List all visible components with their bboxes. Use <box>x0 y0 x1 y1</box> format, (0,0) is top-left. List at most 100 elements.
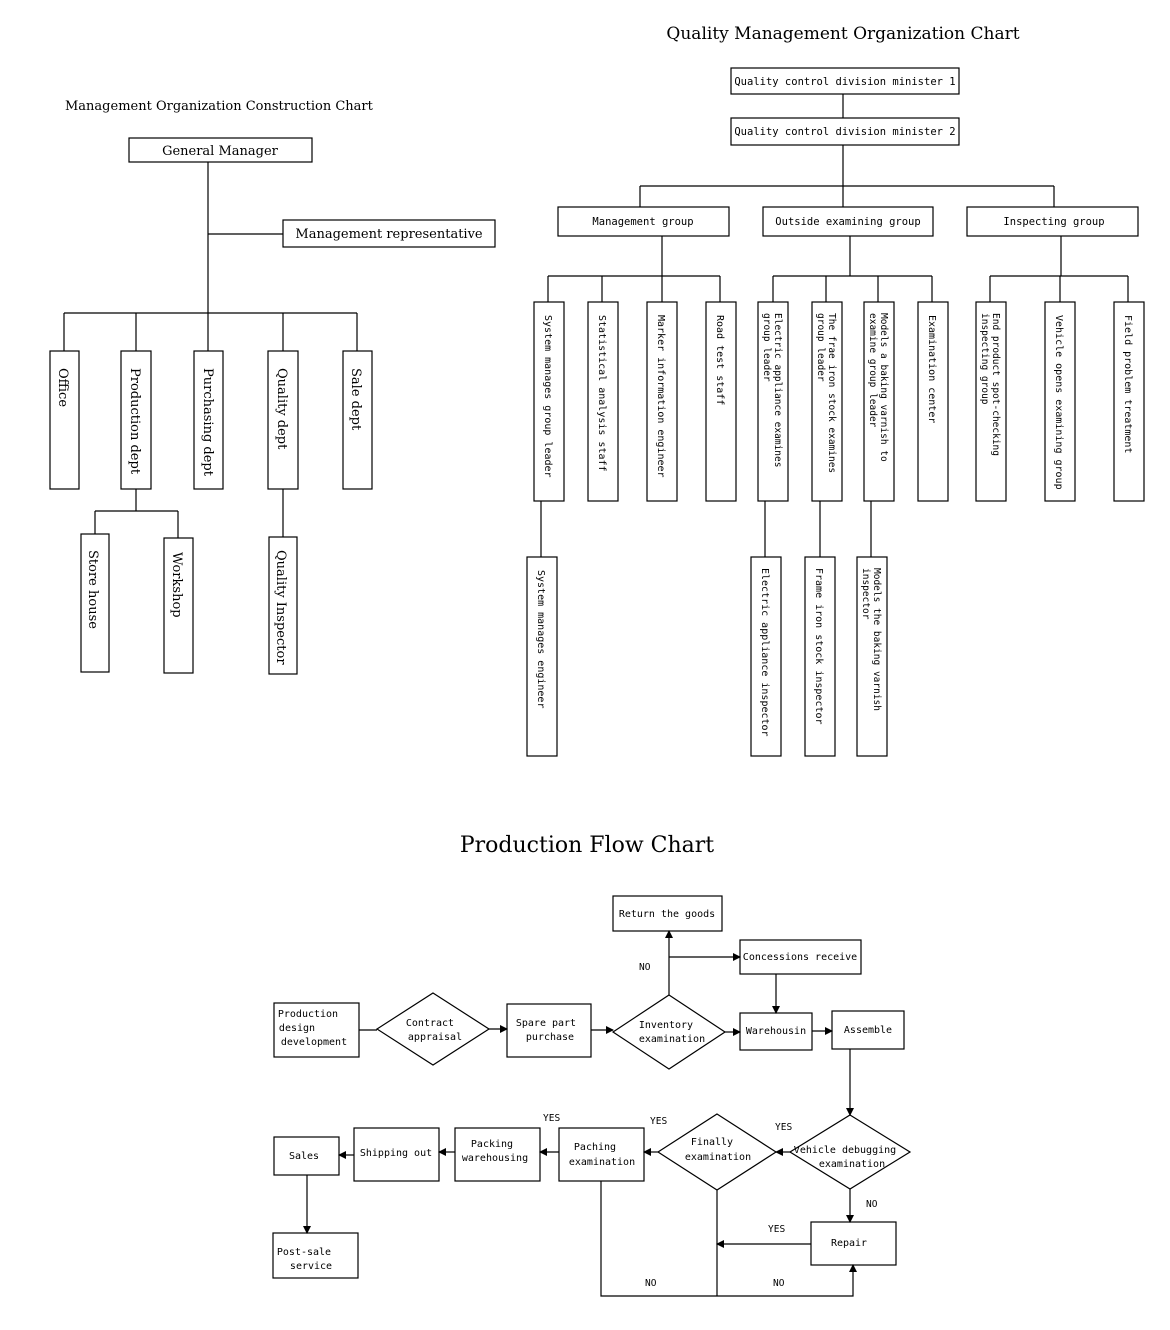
sub-label-electric-inspector: Electric appliance inspector <box>759 568 770 737</box>
inspecting-group-box <box>966 206 1139 237</box>
member-box-end-product <box>975 301 1007 502</box>
minister-1-label: Quality control division minister 1 <box>734 76 955 88</box>
label-yes-vehicle: YES <box>775 1122 792 1133</box>
management-group-box <box>557 206 730 237</box>
workshop-box <box>163 537 194 674</box>
member-box-statistical <box>587 301 619 502</box>
sub-label-system-engineer: System manages engineer <box>535 570 546 708</box>
label-contract-appraisal: Contract appraisal <box>406 1018 462 1043</box>
member-label-marker: Marker information engineer <box>655 315 666 478</box>
inspecting-group-label: Inspecting group <box>1003 216 1104 228</box>
member-label-road-test: Road test staff <box>714 315 725 405</box>
label-inventory: Inventory examination <box>639 1020 705 1045</box>
label-post-sale: Post-sale service <box>277 1247 337 1272</box>
node-packing-warehousing <box>454 1127 541 1182</box>
dept-box-production <box>120 350 152 490</box>
label-no-vehicle: NO <box>866 1199 878 1210</box>
member-label-field-problem: Field problem treatment <box>1122 315 1133 453</box>
electric-leader-line-1: Electric appliance examines <box>772 313 783 467</box>
member-box-varnish-leader <box>863 301 895 502</box>
label-yes-repair: YES <box>768 1224 785 1235</box>
label-vehicle-debugging: Vehicle debugging examination <box>794 1145 902 1170</box>
node-post-sale <box>272 1232 359 1279</box>
outside-group-label: Outside examining group <box>775 216 920 228</box>
sub-label-varnish-inspector: Models the baking varnish inspector <box>860 568 882 717</box>
minister-2-box <box>730 117 960 146</box>
label-shipping: Shipping out <box>360 1148 432 1159</box>
label-yes-finally: YES <box>650 1116 667 1127</box>
dept-label-office: Office <box>55 368 70 407</box>
dept-box-quality <box>267 350 299 490</box>
general-manager-label: General Manager <box>162 144 279 159</box>
edge-paching-repair <box>600 1181 857 1297</box>
frae-leader-line-1: The frae iron stock examines <box>826 313 837 473</box>
label-concessions: Concessions receive <box>743 952 857 963</box>
dept-label-sale: Sale dept <box>348 368 363 431</box>
member-label-varnish-leader: Models a baking varnish to examine group… <box>867 313 889 467</box>
label-no-bottom-right: NO <box>773 1278 785 1289</box>
member-box-field-problem <box>1113 301 1145 502</box>
dept-box-sale <box>342 350 373 490</box>
flow-chart: Production Flow Chart <box>272 833 912 1297</box>
quality-inspector-label: Quality Inspector <box>273 550 288 665</box>
node-spare-part <box>506 1003 592 1058</box>
member-label-vehicle-opens: Vehicle opens examining group <box>1053 315 1064 490</box>
node-assemble <box>831 1010 905 1050</box>
sub-box-system-engineer <box>526 556 558 757</box>
label-warehousin: Warehousin <box>746 1026 806 1037</box>
label-sales: Sales <box>289 1151 319 1162</box>
label-return-goods: Return the goods <box>619 909 715 920</box>
node-shipping-out <box>353 1127 440 1182</box>
frae-leader-line-2: group leader <box>815 313 826 382</box>
end-product-line-1: End product spot-checking <box>990 313 1001 456</box>
node-concessions <box>739 939 862 975</box>
dept-label-purchasing: Purchasing dept <box>200 368 215 477</box>
label-production-design: Production design development <box>278 1009 347 1048</box>
member-box-marker <box>646 301 678 502</box>
management-chart: Management Organization Construction Cha… <box>49 99 496 675</box>
node-contract-appraisal <box>375 992 491 1066</box>
management-representative-box <box>282 219 496 248</box>
electric-leader-line-2: group leader <box>761 313 772 382</box>
sub-box-electric-inspector <box>750 556 782 757</box>
dept-label-quality: Quality dept <box>274 368 289 450</box>
node-production-design <box>273 1002 360 1058</box>
sub-label-frame-inspector: Frame iron stock inspector <box>813 568 824 725</box>
quality-inspector-box <box>268 536 298 675</box>
flow-chart-title: Production Flow Chart <box>460 833 714 858</box>
general-manager-box <box>128 137 313 163</box>
management-representative-label: Management representative <box>295 227 483 242</box>
dept-label-production: Production dept <box>127 368 142 475</box>
member-label-examination-center: Examination center <box>926 315 937 423</box>
node-paching-examination <box>558 1127 645 1182</box>
workshop-label: Workshop <box>169 552 184 618</box>
member-label-system-leader: System manages group leader <box>542 315 553 478</box>
quality-chart: Quality Management Organization Chart Qu <box>526 24 1145 757</box>
member-box-system-leader <box>533 301 565 502</box>
member-label-electric-leader: Electric appliance examines group leader <box>761 313 783 473</box>
label-assemble: Assemble <box>844 1025 892 1036</box>
node-inventory-examination <box>611 994 727 1070</box>
dept-box-purchasing <box>193 350 224 490</box>
member-box-electric-leader <box>757 301 789 502</box>
varnish-inspector-line-1: Models the baking varnish <box>871 568 882 711</box>
quality-chart-title: Quality Management Organization Chart <box>666 24 1019 44</box>
minister-2-label: Quality control division minister 2 <box>734 126 955 138</box>
node-return-goods <box>612 895 723 932</box>
member-box-road-test <box>705 301 737 502</box>
store-house-box <box>80 533 110 673</box>
member-box-examination-center <box>917 301 949 502</box>
member-label-end-product: End product spot-checking inspecting gro… <box>979 313 1001 462</box>
label-finally: Finally examination <box>685 1137 751 1163</box>
member-box-vehicle-opens <box>1044 301 1076 502</box>
member-label-frae-leader: The frae iron stock examines group leade… <box>815 313 837 479</box>
varnish-leader-line-1: Models a baking varnish to <box>878 313 889 462</box>
varnish-leader-line-2: examine group leader <box>867 313 878 428</box>
sub-box-varnish-inspector <box>856 556 888 757</box>
varnish-inspector-line-2: inspector <box>860 568 871 620</box>
outside-group-box <box>762 206 934 237</box>
label-packing: Packing warehousing <box>462 1139 528 1164</box>
label-repair: Repair <box>831 1238 867 1249</box>
label-no-inventory: NO <box>639 962 651 973</box>
store-house-label: Store house <box>85 550 100 629</box>
